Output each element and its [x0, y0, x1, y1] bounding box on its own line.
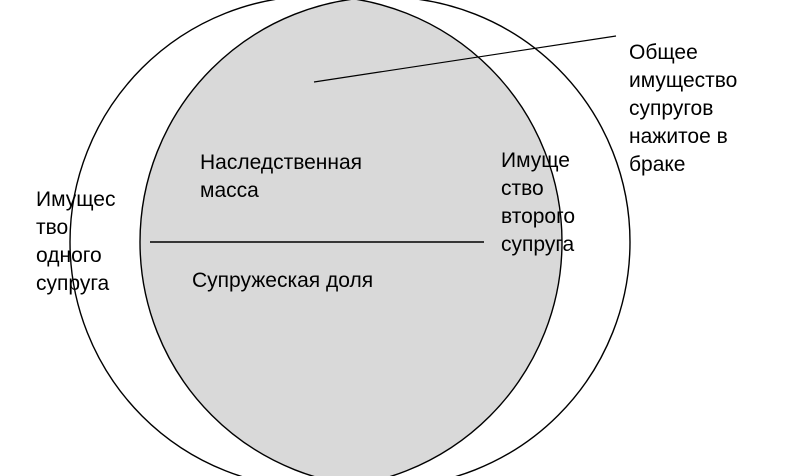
- left-circle-label: Имущес тво одного супруга: [36, 188, 121, 295]
- callout-label: Общее имущество супругов нажитое в браке: [629, 41, 743, 176]
- right-circle: [139, 0, 631, 476]
- spouse-share-label: Супружеская доля: [192, 269, 373, 292]
- inheritance-mass-label: Наследственная масса: [200, 151, 368, 202]
- callout-pointer-line: [313, 35, 617, 83]
- right-circle-label: Имуще ство второго супруга: [501, 149, 581, 256]
- left-circle: [69, 0, 563, 476]
- intersection-region: [140, 0, 562, 476]
